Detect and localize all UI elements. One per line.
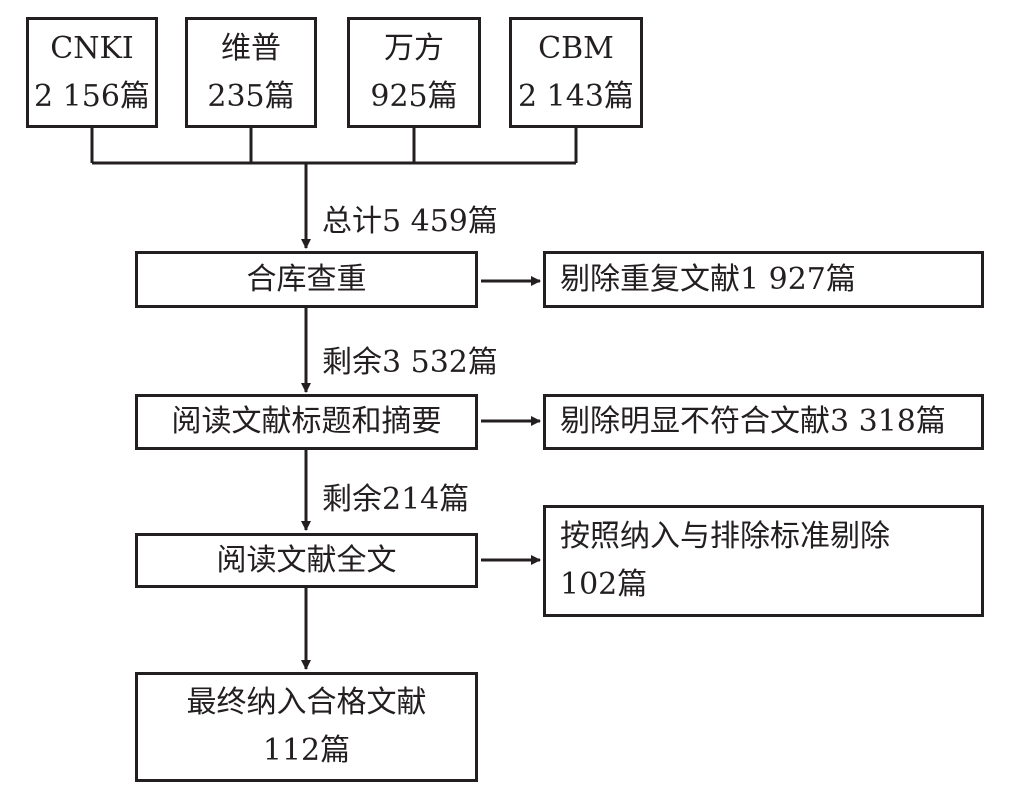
exclude-criteria-box: 按照纳入与排除标准剔除 102篇 xyxy=(543,505,984,617)
source-count: 235篇 xyxy=(207,78,295,114)
exclude-duplicates-label: 剔除重复文献1 927篇 xyxy=(560,261,856,297)
remain1-label: 剩余3 532篇 xyxy=(322,345,498,380)
source-box-cbm: CBM 2 143篇 xyxy=(509,17,643,128)
step-title-abstract-box: 阅读文献标题和摘要 xyxy=(135,394,478,450)
step-dedupe-box: 合库查重 xyxy=(135,251,478,308)
exclude-criteria-count: 102篇 xyxy=(560,567,648,602)
step-title-abstract-label: 阅读文献标题和摘要 xyxy=(171,404,442,439)
source-count: 2 156篇 xyxy=(34,78,150,114)
final-included-box: 最终纳入合格文献 112篇 xyxy=(135,672,478,782)
remain2-label: 剩余214篇 xyxy=(322,482,470,517)
exclude-irrelevant-box: 剔除明显不符合文献3 318篇 xyxy=(543,394,984,450)
source-name: 万方 xyxy=(384,30,444,66)
source-name: CBM xyxy=(538,30,614,66)
source-name: 维普 xyxy=(221,30,281,66)
source-name: CNKI xyxy=(50,30,134,66)
step-fulltext-label: 阅读文献全文 xyxy=(216,542,397,578)
exclude-criteria-label: 按照纳入与排除标准剔除 xyxy=(560,519,890,554)
source-box-cnki: CNKI 2 156篇 xyxy=(26,17,158,128)
source-count: 925篇 xyxy=(370,78,458,114)
final-included-label: 最终纳入合格文献 xyxy=(186,685,427,720)
final-included-count: 112篇 xyxy=(262,733,351,768)
source-box-weipu: 维普 235篇 xyxy=(185,17,317,128)
exclude-irrelevant-label: 剔除明显不符合文献3 318篇 xyxy=(560,404,946,439)
exclude-duplicates-box: 剔除重复文献1 927篇 xyxy=(543,251,984,308)
total-label: 总计5 459篇 xyxy=(322,204,498,239)
source-count: 2 143篇 xyxy=(518,78,634,114)
step-dedupe-label: 合库查重 xyxy=(246,261,367,297)
source-box-wanfang: 万方 925篇 xyxy=(347,17,481,128)
step-fulltext-box: 阅读文献全文 xyxy=(135,533,478,588)
